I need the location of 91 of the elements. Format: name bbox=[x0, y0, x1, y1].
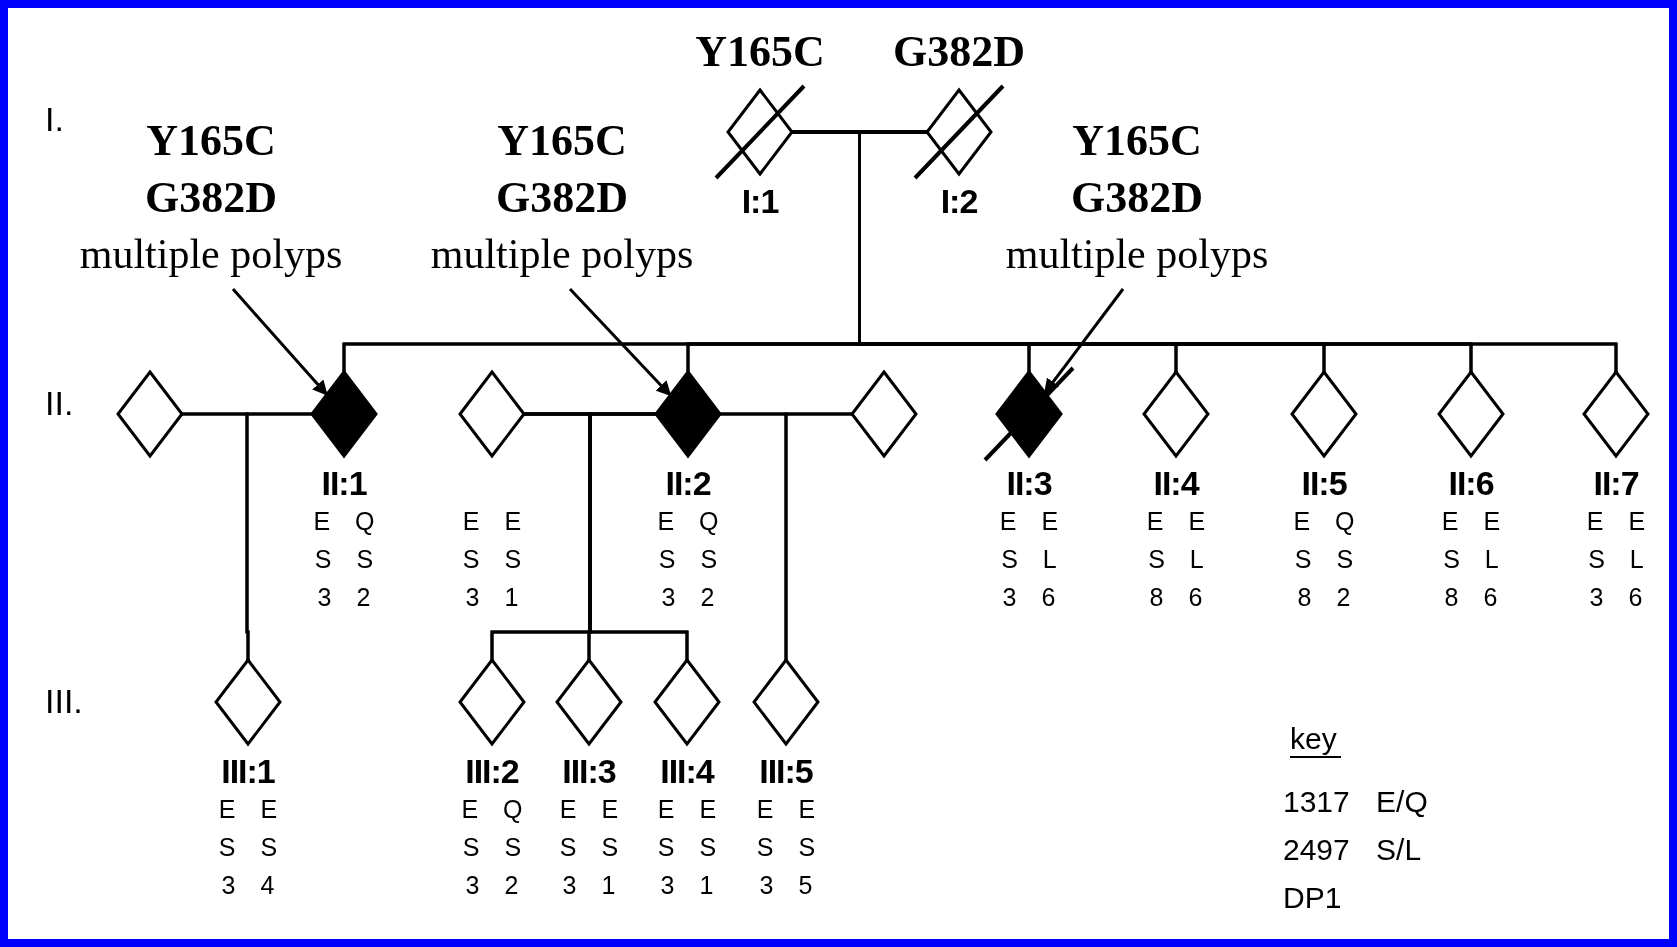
allele-row: 3 6 bbox=[1589, 582, 1643, 612]
allele-row: 3 2 bbox=[317, 582, 371, 612]
diamond-symbol bbox=[213, 657, 283, 747]
diamond-symbol bbox=[115, 369, 185, 459]
pedigree-id: I:1 bbox=[741, 182, 779, 221]
diamond-symbol bbox=[1436, 369, 1506, 459]
generation-label: III. bbox=[45, 682, 83, 721]
diamond-symbol bbox=[849, 369, 919, 459]
key-entry: 2497 S/L bbox=[1283, 833, 1422, 867]
allele-row: 8 6 bbox=[1444, 582, 1498, 612]
allele-row: E E bbox=[1586, 506, 1646, 536]
allele-row: S L bbox=[1588, 544, 1644, 574]
allele-row: 8 6 bbox=[1149, 582, 1203, 612]
generation-label: II. bbox=[45, 384, 74, 423]
allele-row: S L bbox=[1443, 544, 1499, 574]
pedigree-id: III:3 bbox=[562, 752, 616, 791]
phenotype-text: multiple polyps bbox=[79, 230, 343, 279]
allele-row: 3 1 bbox=[562, 870, 616, 900]
mutation-label: G382D bbox=[893, 26, 1025, 77]
allele-row: S S bbox=[756, 832, 816, 862]
mutation-text: Y165C G382D bbox=[1071, 115, 1203, 224]
allele-row: S S bbox=[462, 544, 522, 574]
pedigree-id: III:1 bbox=[221, 752, 275, 791]
diamond-symbol bbox=[1581, 369, 1651, 459]
allele-row: 3 6 bbox=[1002, 582, 1056, 612]
allele-row: 3 2 bbox=[465, 870, 519, 900]
leader-arrow bbox=[1043, 288, 1125, 395]
key-entry: DP1 bbox=[1283, 881, 1342, 915]
diamond-symbol bbox=[1289, 369, 1359, 459]
mutation-text: Y165C G382D bbox=[496, 115, 628, 224]
key-heading: key bbox=[1290, 722, 1341, 758]
generation-label: I. bbox=[45, 100, 64, 139]
diamond-symbol bbox=[1141, 369, 1211, 459]
allele-row: 3 4 bbox=[221, 870, 275, 900]
allele-row: S S bbox=[314, 544, 374, 574]
allele-row: S S bbox=[218, 832, 278, 862]
diamond-symbol bbox=[457, 657, 527, 747]
affected-diamond-symbol bbox=[653, 369, 723, 459]
deceased-diamond-symbol bbox=[913, 84, 1005, 180]
diamond-symbol bbox=[751, 657, 821, 747]
allele-row: E Q bbox=[461, 794, 523, 824]
allele-row: E E bbox=[462, 506, 522, 536]
key-entry: 1317 E/Q bbox=[1283, 785, 1428, 819]
allele-row: S L bbox=[1148, 544, 1204, 574]
allele-row: S S bbox=[658, 544, 718, 574]
allele-row: S S bbox=[462, 832, 522, 862]
allele-row: S S bbox=[1294, 544, 1354, 574]
descent-line bbox=[588, 412, 689, 660]
pedigree-id: II:7 bbox=[1593, 464, 1639, 503]
phenotype-text: multiple polyps bbox=[1005, 230, 1269, 279]
pedigree-id: II:4 bbox=[1153, 464, 1199, 503]
allele-row: E E bbox=[1441, 506, 1501, 536]
leader-arrow bbox=[568, 287, 672, 397]
allele-row: S S bbox=[657, 832, 717, 862]
diamond-symbol bbox=[554, 657, 624, 747]
descent-line bbox=[245, 412, 312, 660]
allele-row: E E bbox=[756, 794, 816, 824]
allele-row: S S bbox=[559, 832, 619, 862]
allele-row: E E bbox=[1146, 506, 1206, 536]
allele-row: 3 5 bbox=[759, 870, 813, 900]
allele-row: E E bbox=[999, 506, 1059, 536]
pedigree-id: II:5 bbox=[1301, 464, 1347, 503]
diamond-symbol bbox=[457, 369, 527, 459]
allele-row: E Q bbox=[657, 506, 719, 536]
mutation-label: Y165C bbox=[695, 26, 825, 77]
pedigree-id: II:1 bbox=[321, 464, 367, 503]
pedigree-id: II:3 bbox=[1006, 464, 1052, 503]
mutation-text: Y165C G382D bbox=[145, 115, 277, 224]
deceased-diamond-symbol bbox=[714, 84, 806, 180]
pedigree-id: III:2 bbox=[465, 752, 519, 791]
allele-row: E E bbox=[559, 794, 619, 824]
pedigree-id: III:5 bbox=[759, 752, 813, 791]
allele-row: 3 1 bbox=[465, 582, 519, 612]
diamond-symbol bbox=[652, 657, 722, 747]
leader-arrow bbox=[231, 288, 328, 396]
allele-row: E E bbox=[218, 794, 278, 824]
allele-row: 8 2 bbox=[1297, 582, 1351, 612]
allele-row: E Q bbox=[1293, 506, 1355, 536]
pedigree-id: II:6 bbox=[1448, 464, 1494, 503]
phenotype-text: multiple polyps bbox=[430, 230, 694, 279]
pedigree-id: III:4 bbox=[660, 752, 714, 791]
descent-line bbox=[784, 412, 852, 660]
pedigree-id: II:2 bbox=[665, 464, 711, 503]
affected-diamond-symbol bbox=[309, 369, 379, 459]
pedigree-id: I:2 bbox=[940, 182, 978, 221]
allele-row: 3 2 bbox=[661, 582, 715, 612]
allele-row: 3 1 bbox=[660, 870, 714, 900]
deceased-diamond-symbol bbox=[983, 366, 1075, 462]
allele-row: E E bbox=[657, 794, 717, 824]
allele-row: E Q bbox=[313, 506, 375, 536]
allele-row: S L bbox=[1001, 544, 1057, 574]
